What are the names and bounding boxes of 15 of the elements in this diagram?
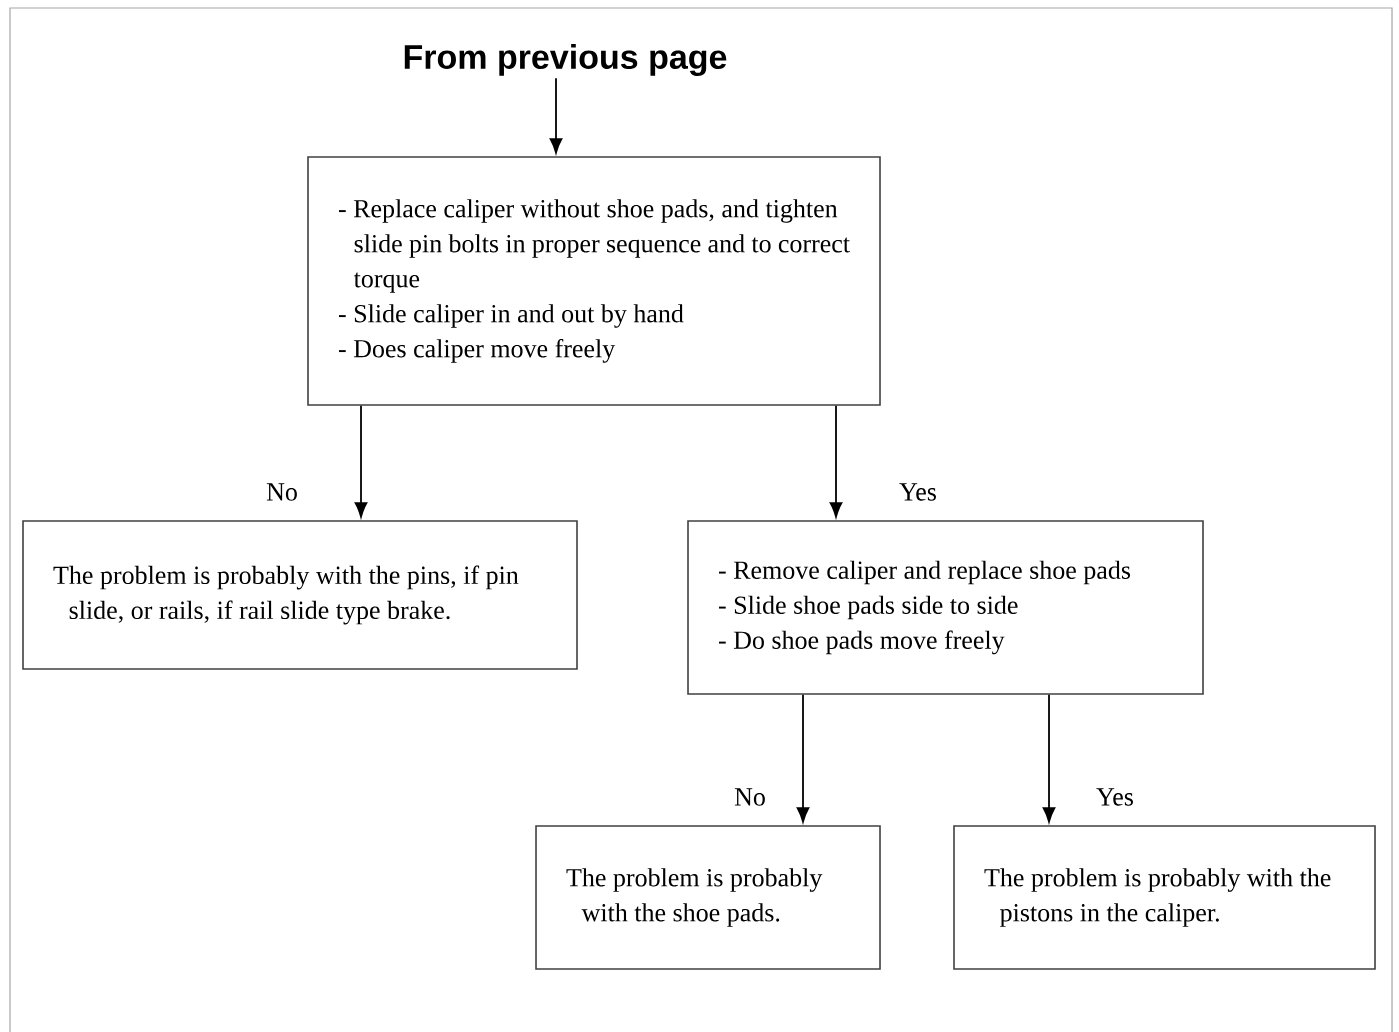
edge-label: Yes bbox=[1094, 786, 1136, 808]
process-box: - Replace caliper without shoe pads, and tighten slide pin bolts in proper sequence and to correct torque - Slide caliper in and out by hand - Does caliper move freely bbox=[307, 156, 881, 406]
process-box: The problem is probably with the pistons in the caliper. bbox=[953, 825, 1376, 970]
edge-label: No bbox=[732, 786, 768, 808]
arrow bbox=[829, 404, 843, 518]
arrow bbox=[796, 693, 810, 823]
arrow bbox=[549, 77, 563, 154]
arrow bbox=[354, 404, 368, 518]
process-box: The problem is probably with the pins, if pin slide, or rails, if rail slide type brake. bbox=[22, 520, 578, 670]
process-box: The problem is probably with the shoe pads. bbox=[535, 825, 881, 970]
edge-label: Yes bbox=[897, 481, 939, 503]
heading: From previous page bbox=[404, 44, 727, 76]
process-box: - Remove caliper and replace shoe pads - Slide shoe pads side to side - Do shoe pads move freely bbox=[687, 520, 1204, 695]
arrow bbox=[1042, 693, 1056, 823]
edge-label: No bbox=[264, 481, 300, 503]
